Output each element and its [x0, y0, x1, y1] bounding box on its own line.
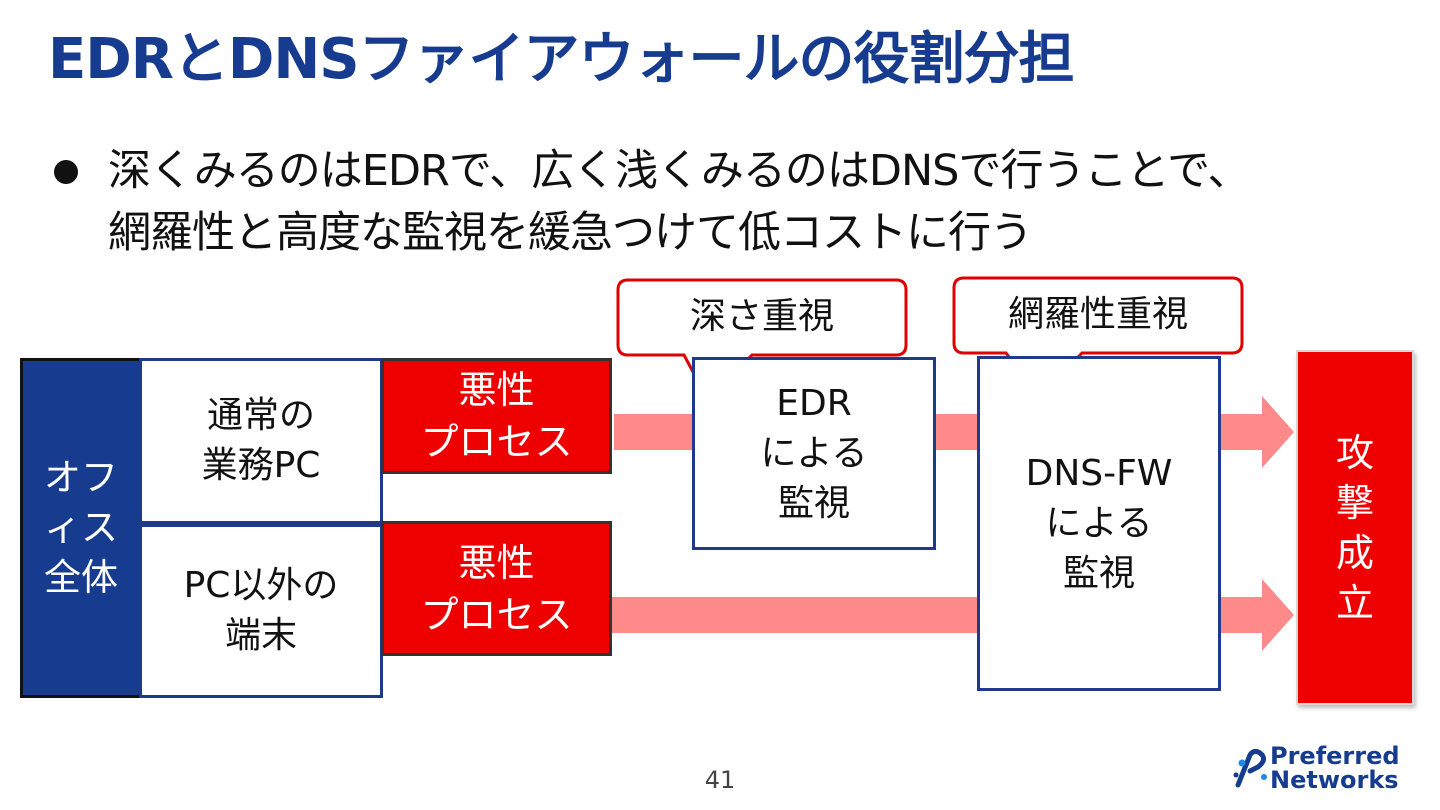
malicious-process-label-2: 悪性 プロセス	[420, 540, 573, 637]
non-pc-box: PC以外の 端末	[139, 524, 383, 698]
office-whole-box: オフ ィス 全体	[20, 358, 142, 698]
logo-text: Preferred Networks	[1270, 744, 1430, 792]
bullet-line-2: 網羅性と高度な監視を緩急つけて低コストに行う	[108, 208, 1033, 258]
callout-coverage-label: 網羅性重視	[1007, 294, 1188, 335]
dnsfw-monitor-box: DNS-FW による 監視	[977, 356, 1221, 691]
arrow-top-segment-1	[614, 414, 696, 450]
arrow-bottom-segment-1	[610, 597, 980, 633]
normal-pc-box: 通常の 業務PC	[139, 358, 383, 524]
normal-pc-label: 通常の 業務PC	[201, 395, 321, 486]
arrow-top-head	[1218, 396, 1294, 468]
attack-success-label: 攻 撃 成 立	[1335, 430, 1374, 625]
bullet-line-1: 深くみるのはEDRで、広く浅くみるのはDNSで行うことで、	[108, 146, 1250, 196]
callout-depth-label: 深さ重視	[689, 296, 834, 337]
preferred-networks-logo-icon	[1233, 748, 1267, 788]
bullet-dot-icon	[54, 160, 78, 184]
arrow-top-segment-2	[934, 414, 982, 450]
page-number: 41	[704, 766, 736, 794]
arrow-bottom-head	[1218, 579, 1294, 651]
malicious-process-box-1: 悪性 プロセス	[381, 358, 612, 474]
malicious-process-box-2: 悪性 プロセス	[381, 521, 612, 656]
malicious-process-label-1: 悪性 プロセス	[420, 368, 573, 464]
bullet-text: 深くみるのはEDRで、広く浅くみるのはDNSで行うことで、 網羅性と高度な監視を…	[108, 140, 1418, 264]
dnsfw-monitor-label: DNS-FW による 監視	[1025, 452, 1173, 594]
page-title: EDRとDNSファイアウォールの役割分担	[48, 27, 1075, 92]
attack-success-box: 攻 撃 成 立	[1296, 350, 1414, 705]
logo-line-2: Networks	[1270, 766, 1399, 794]
edr-monitor-box: EDR による 監視	[692, 357, 936, 550]
edr-monitor-label: EDR による 監視	[760, 382, 868, 524]
office-whole-label: オフ ィス 全体	[44, 456, 118, 599]
non-pc-label: PC以外の 端末	[183, 565, 339, 656]
logo-line-1: Preferred	[1270, 742, 1400, 770]
